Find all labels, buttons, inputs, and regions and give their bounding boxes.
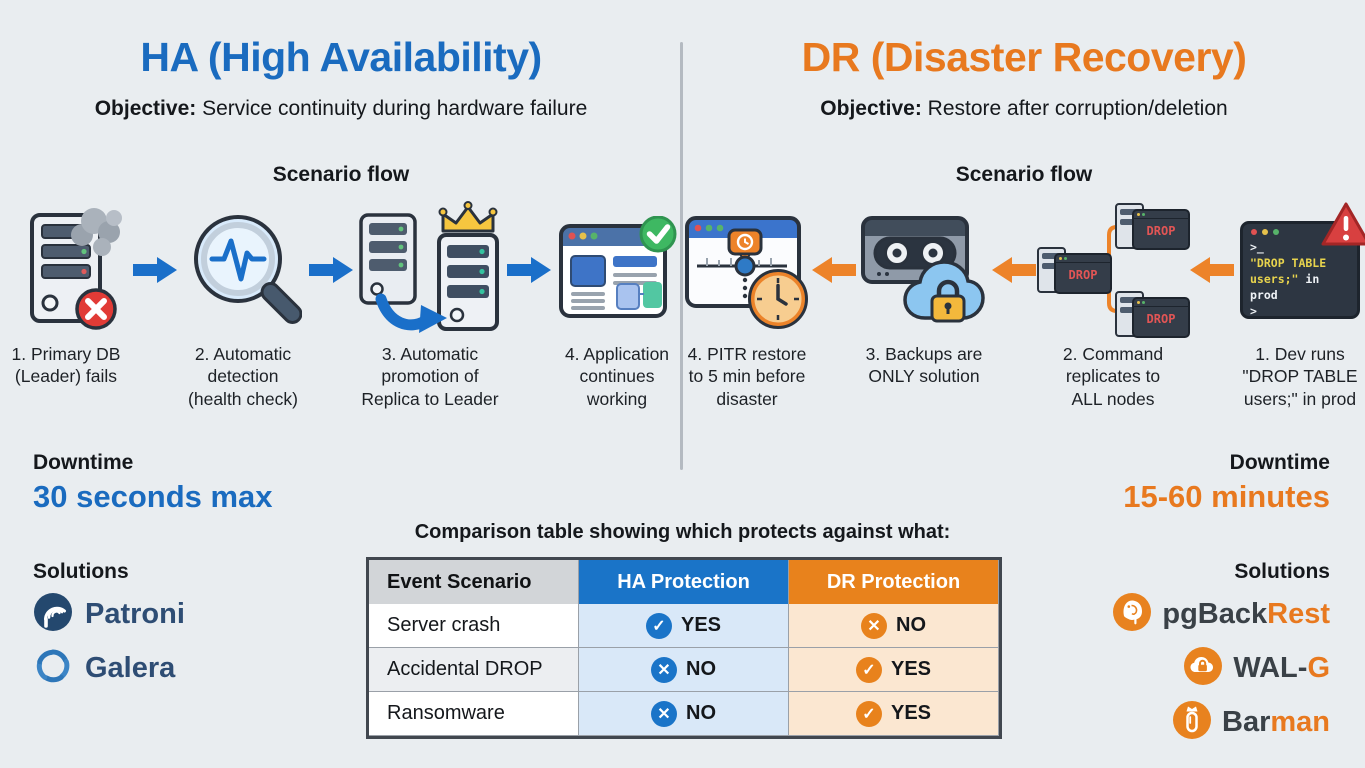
table-row-scenario: Server crash	[369, 604, 579, 648]
ha-step-4: 4. Application continues working	[552, 203, 682, 410]
ha-downtime-value: 30 seconds max	[33, 479, 273, 514]
arrow-right-icon	[132, 203, 178, 337]
dr-downtime-value: 15-60 minutes	[1123, 479, 1330, 514]
comparison-table-caption: Comparison table showing which protects …	[414, 521, 951, 543]
dr-section: DR (Disaster Recovery) Objective: Restor…	[683, 0, 1365, 768]
ha-downtime-label: Downtime	[33, 451, 134, 474]
solution-pgbackrest-name: pgBack	[1162, 598, 1268, 630]
dr-step-1: >_ "DROP TABLE users;" in prod >	[1235, 202, 1365, 410]
dr-objective-text: Restore after corruption/deletion	[921, 97, 1228, 120]
solution-barman-name: Bar	[1222, 706, 1271, 738]
arrow-left-icon	[811, 203, 857, 337]
drop-node: DROP	[1115, 289, 1190, 338]
dr-solutions-label: Solutions	[1234, 560, 1330, 583]
x-icon: ✕	[651, 656, 677, 683]
table-cell-dr: ✕NO	[789, 604, 999, 648]
ha-title: HA (High Availability)	[140, 34, 542, 80]
ha-step-1: 1. Primary DB (Leader) fails	[0, 203, 132, 388]
ha-objective-label: Objective:	[94, 97, 197, 120]
section-divider	[680, 42, 683, 470]
check-icon: ✓	[645, 612, 672, 639]
dr-flow: 4. PITR restore to 5 min before disaster	[683, 201, 1365, 410]
dr-step-1-label: 1. Dev runs "DROP TABLE users;" in prod	[1242, 344, 1358, 409]
dr-objective: Objective: Restore after corruption/dele…	[683, 97, 1365, 121]
x-icon: ✕	[651, 700, 677, 727]
dr-step-2-label: 2. Command replicates to ALL nodes	[1062, 344, 1164, 409]
table-row-scenario: Ransomware	[369, 692, 579, 736]
table-cell-dr: ✓YES	[789, 648, 999, 692]
barman-icon	[1172, 700, 1212, 745]
check-icon: ✓	[855, 656, 882, 683]
solution-walg-name: WAL-	[1233, 652, 1308, 684]
dr-title: DR (Disaster Recovery)	[801, 34, 1247, 80]
ha-flow: 1. Primary DB (Leader) fails 2. Automati…	[0, 201, 682, 410]
arrow-left-icon	[1189, 203, 1235, 337]
walg-icon	[1183, 646, 1223, 691]
solution-patroni-name: Patroni	[85, 598, 185, 630]
ha-flow-label: Scenario flow	[272, 163, 410, 186]
ha-step-2-label: 2. Automatic detection (health check)	[188, 344, 298, 409]
dr-step-2: DROP DROP DROP 2. Command replicates to …	[1037, 201, 1190, 410]
table-cell-dr: ✓YES	[789, 692, 999, 736]
ha-objective: Objective: Service continuity during har…	[0, 97, 682, 121]
table-cell-ha: ✕NO	[579, 692, 789, 736]
solution-barman: Barman	[1112, 700, 1330, 745]
dr-solutions: Solutions pgBackRest	[1112, 560, 1330, 754]
warning-icon	[1319, 200, 1365, 255]
table-cell-ha: ✓YES	[579, 604, 789, 648]
solution-galera-name: Galera	[85, 652, 176, 684]
health-check-icon	[184, 203, 302, 337]
pitr-restore-icon	[683, 203, 811, 337]
dr-objective-label: Objective:	[820, 97, 922, 120]
ha-objective-text: Service continuity during hardware failu…	[196, 97, 588, 120]
column-header-event-scenario: Event Scenario	[369, 560, 579, 606]
ha-step-3: 3. Automatic promotion of Replica to Lea…	[354, 201, 506, 410]
backup-tape-icon	[857, 203, 991, 337]
arrow-right-icon	[308, 203, 354, 337]
comparison-table: Event Scenario HA Protection DR Protecti…	[366, 557, 1002, 739]
app-ok-icon	[555, 203, 679, 337]
solution-walg: WAL-G	[1112, 646, 1330, 691]
ha-step-2: 2. Automatic detection (health check)	[178, 203, 308, 410]
ha-step-1-label: 1. Primary DB (Leader) fails	[11, 344, 121, 387]
arrow-left-icon	[991, 203, 1037, 337]
ha-solutions-label: Solutions	[33, 560, 129, 583]
table-cell-ha: ✕NO	[579, 648, 789, 692]
column-header-ha-protection: HA Protection	[579, 560, 789, 606]
pgbackrest-icon	[1112, 592, 1152, 637]
dr-step-4-label: 4. PITR restore to 5 min before disaster	[687, 344, 807, 409]
server-failure-icon	[10, 203, 122, 337]
dr-step-3: 3. Backups are ONLY solution	[857, 203, 991, 388]
column-header-dr-protection: DR Protection	[789, 560, 999, 606]
drop-terminal-icon: >_ "DROP TABLE users;" in prod >	[1240, 202, 1365, 337]
galera-icon	[33, 646, 73, 691]
x-icon: ✕	[861, 612, 887, 639]
promotion-icon	[355, 201, 505, 337]
ha-solutions: Solutions Patroni	[33, 560, 197, 700]
dr-step-4: 4. PITR restore to 5 min before disaster	[683, 203, 811, 410]
dr-step-3-label: 3. Backups are ONLY solution	[865, 344, 983, 387]
ha-step-4-label: 4. Application continues working	[564, 344, 670, 409]
dr-downtime-label: Downtime	[1229, 451, 1330, 474]
check-icon: ✓	[855, 700, 882, 727]
ha-downtime: Downtime 30 seconds max	[33, 451, 273, 515]
patroni-icon	[33, 592, 73, 637]
solution-patroni: Patroni	[33, 592, 197, 637]
table-row-scenario: Accidental DROP	[369, 648, 579, 692]
ha-step-3-label: 3. Automatic promotion of Replica to Lea…	[361, 344, 499, 409]
drop-replication-icon: DROP DROP DROP	[1037, 201, 1190, 338]
arrow-right-icon	[506, 203, 552, 337]
dr-downtime: Downtime 15-60 minutes	[1123, 451, 1330, 515]
ha-section: HA (High Availability) Objective: Servic…	[0, 0, 682, 768]
solution-pgbackrest: pgBackRest	[1112, 592, 1330, 637]
dr-flow-label: Scenario flow	[955, 163, 1093, 186]
drop-node: DROP	[1115, 201, 1190, 250]
solution-galera: Galera	[33, 646, 197, 691]
drop-node: DROP	[1037, 245, 1112, 294]
